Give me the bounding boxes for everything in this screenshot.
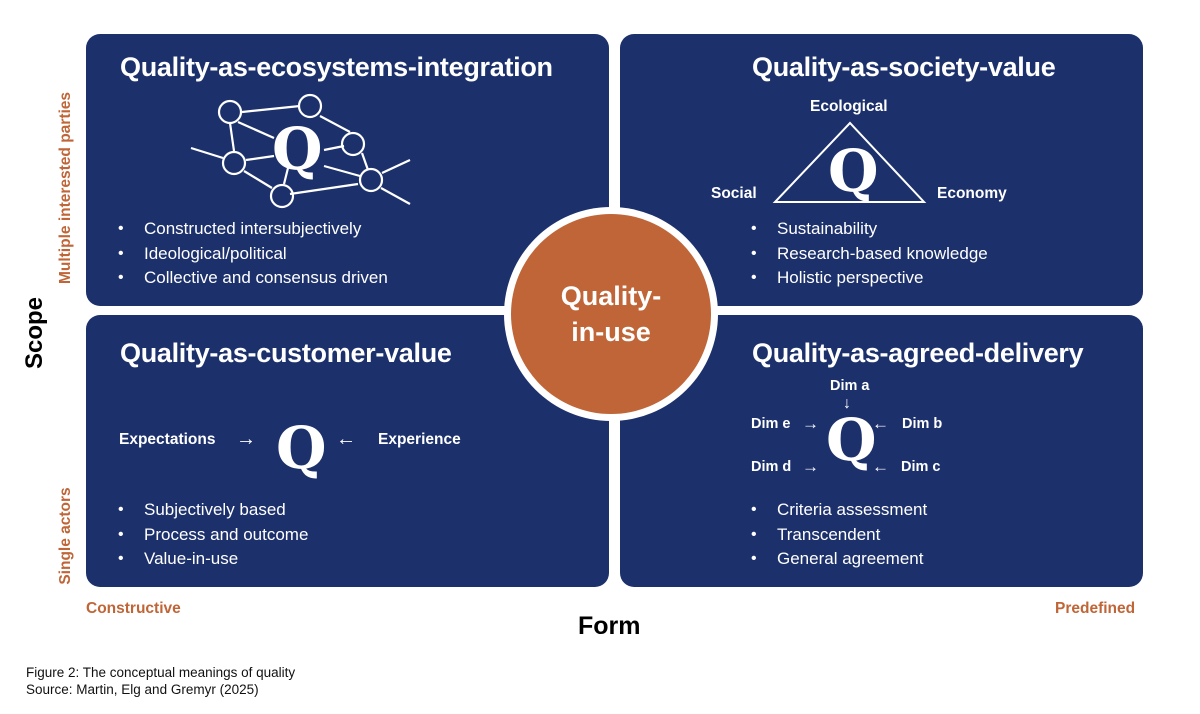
y-axis-high-label: Multiple interested parties — [57, 91, 74, 285]
center-quality-in-use: Quality- in-use — [511, 214, 711, 414]
bullet-item: Process and outcome — [118, 523, 308, 548]
network-edge — [360, 152, 370, 171]
center-label-line1: Quality- — [560, 281, 662, 311]
bullet-item: Research-based knowledge — [751, 242, 988, 267]
center-label-line2: in-use — [571, 317, 651, 347]
quadrant-ecosystems-integration: Quality-as-ecosystems-integration Q — [86, 34, 609, 306]
arrow-left-icon: ← — [872, 457, 889, 476]
bullet-item: Holistic perspective — [751, 266, 988, 291]
network-edge — [243, 170, 273, 189]
vertex-social: Social — [711, 185, 757, 202]
quadrant-title: Quality-as-ecosystems-integration — [120, 52, 553, 82]
arrow-left-icon: ← — [336, 428, 356, 450]
figure-source: Source: Martin, Elg and Gremyr (2025) — [26, 682, 259, 697]
q-symbol: Q — [826, 406, 877, 474]
network-q-icon — [190, 93, 411, 209]
q-symbol: Q — [272, 115, 323, 183]
vertex-economy: Economy — [937, 185, 1007, 202]
x-axis-right-label: Predefined — [1055, 600, 1136, 617]
quadrant-society-value: Quality-as-society-value Ecological Q So… — [620, 34, 1143, 306]
q-symbol: Q — [828, 137, 879, 205]
arrow-right-icon: → — [802, 414, 819, 433]
bullet-item: Subjectively based — [118, 498, 308, 523]
q-symbol: Q — [276, 414, 327, 482]
experience-label: Experience — [378, 431, 461, 448]
network-edge — [319, 115, 351, 133]
bullet-item: Constructed intersubjectively — [118, 217, 388, 242]
x-axis-left-label: Constructive — [86, 600, 181, 617]
bullet-item: Ideological/political — [118, 242, 388, 267]
dim-c-label: Dim c — [901, 459, 941, 475]
network-edge — [245, 154, 275, 162]
bullet-item: Sustainability — [751, 217, 988, 242]
network-node — [217, 99, 243, 125]
bullet-item: Criteria assessment — [751, 498, 927, 523]
vertex-ecological: Ecological — [810, 98, 888, 115]
dim-d-label: Dim d — [751, 459, 792, 475]
network-node — [358, 167, 384, 193]
network-edge — [190, 146, 224, 160]
quadrant-title: Quality-as-agreed-delivery — [752, 338, 1084, 368]
figure-caption: Figure 2: The conceptual meanings of qua… — [26, 665, 296, 680]
network-edge — [380, 187, 411, 205]
network-edge — [241, 104, 301, 114]
network-node — [221, 150, 247, 176]
dim-a-label: Dim a — [830, 378, 870, 394]
bullet-list: Subjectively based Process and outcome V… — [118, 498, 308, 572]
arrow-down-icon: ↓ — [843, 395, 851, 412]
arrow-left-icon: ← — [872, 414, 889, 433]
y-axis-title: Scope — [21, 296, 48, 370]
bullet-item: Transcendent — [751, 523, 927, 548]
network-edge — [237, 120, 275, 140]
bullet-list: Criteria assessment Transcendent General… — [751, 498, 927, 572]
y-axis-low-label: Single actors — [57, 487, 74, 585]
bullet-item: Value-in-use — [118, 547, 308, 572]
arrow-right-icon: → — [236, 428, 256, 450]
expectations-label: Expectations — [119, 431, 216, 448]
x-axis-title: Form — [578, 612, 641, 640]
dim-e-label: Dim e — [751, 416, 791, 432]
arrow-right-icon: → — [802, 457, 819, 476]
bullet-list: Sustainability Research-based knowledge … — [751, 217, 988, 291]
triangle-q-icon — [772, 121, 927, 203]
network-edge — [323, 144, 345, 152]
quadrant-title: Quality-as-customer-value — [120, 338, 452, 368]
network-edge — [228, 122, 236, 152]
bullet-item: Collective and consensus driven — [118, 266, 388, 291]
network-node — [297, 93, 323, 119]
network-node — [269, 183, 295, 209]
network-node — [340, 131, 366, 157]
network-edge — [282, 167, 290, 185]
bullet-list: Constructed intersubjectively Ideologica… — [118, 217, 388, 291]
dim-b-label: Dim b — [902, 416, 943, 432]
bullet-item: General agreement — [751, 547, 927, 572]
network-edge — [381, 159, 411, 174]
quadrant-title: Quality-as-society-value — [752, 52, 1056, 82]
network-edge — [289, 182, 359, 196]
network-edge — [323, 164, 361, 178]
